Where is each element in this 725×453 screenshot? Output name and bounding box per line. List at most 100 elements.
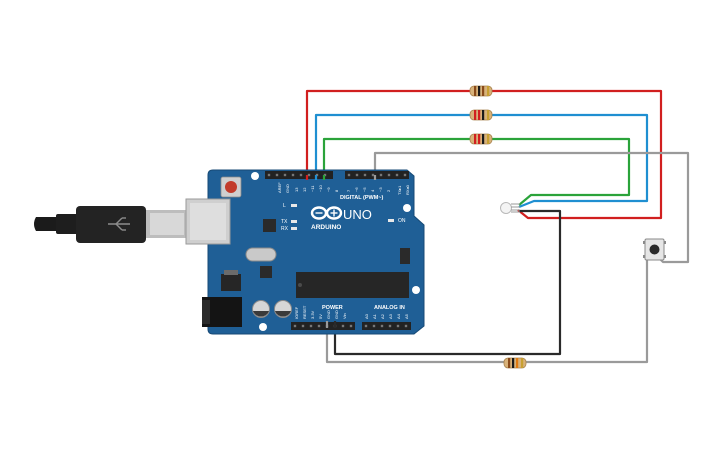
icsp-header <box>400 248 410 264</box>
header-pin[interactable] <box>403 173 407 177</box>
power-pin-label: Vin <box>342 313 347 319</box>
tx-pin-label: TX▸1 <box>397 185 402 195</box>
analog-pin-label: A4 <box>396 313 401 319</box>
header-pin[interactable] <box>267 173 271 177</box>
power-header <box>291 322 355 330</box>
resistor-green[interactable] <box>469 133 493 145</box>
analog-pin-label: A5 <box>404 313 409 319</box>
wire-ends <box>305 175 377 328</box>
capacitor <box>252 300 270 318</box>
voltage-regulator <box>221 274 241 291</box>
led-rx-label: RX <box>281 226 289 232</box>
analog-pin-label: A0 <box>364 313 369 319</box>
wire-gray-power[interactable] <box>325 260 649 364</box>
header-pin[interactable] <box>371 173 375 177</box>
digital-header-right <box>345 171 409 179</box>
wires <box>305 89 690 364</box>
usb-cable[interactable] <box>34 206 186 243</box>
header-pin[interactable] <box>364 324 368 328</box>
wire-black-ground[interactable] <box>333 209 562 356</box>
power-pin-label: 5V <box>318 314 323 319</box>
header-pin[interactable] <box>283 173 287 177</box>
header-pin[interactable] <box>355 173 359 177</box>
small-chip <box>260 266 272 278</box>
digital-pin-label: 8 <box>334 189 339 192</box>
analog-pin-label: A1 <box>372 313 377 319</box>
analog-pin-label: A3 <box>388 313 393 319</box>
resistor-bottom[interactable] <box>503 357 527 369</box>
header-pin[interactable] <box>380 324 384 328</box>
header-pin[interactable] <box>379 173 383 177</box>
led-tx-label: TX <box>281 219 288 225</box>
digital-pin-label: ~9 <box>326 187 331 192</box>
resistor-red[interactable] <box>469 85 493 97</box>
digital-header-left <box>265 171 333 179</box>
header-pin[interactable] <box>291 173 295 177</box>
mounting-hole <box>403 204 411 212</box>
digital-pin-label: 2 <box>386 189 391 192</box>
header-pin[interactable] <box>341 324 345 328</box>
mounting-hole <box>251 172 259 180</box>
wire-blue[interactable] <box>314 113 649 209</box>
digital-pin-label: 13 <box>294 187 299 192</box>
analog-header <box>362 322 411 330</box>
header-pin[interactable] <box>309 324 313 328</box>
capacitor <box>274 300 292 318</box>
header-pin[interactable] <box>388 324 392 328</box>
digital-pin-label: ~11 <box>310 185 315 192</box>
header-pin[interactable] <box>404 324 408 328</box>
header-pin[interactable] <box>363 173 367 177</box>
header-pin[interactable] <box>396 324 400 328</box>
gnd-label: GND <box>285 184 290 193</box>
power-pin-label: GND <box>334 310 339 319</box>
atmega-chip <box>296 272 409 298</box>
header-pin[interactable] <box>307 173 311 177</box>
arduino-logo-icon <box>310 206 343 220</box>
digital-pin-label: 7 <box>346 189 351 192</box>
power-pin-label: RESET <box>302 305 307 319</box>
rx-pin-label: RX◂0 <box>405 184 410 195</box>
digital-pin-label: ~6 <box>354 187 359 192</box>
rgb-led[interactable] <box>500 202 521 214</box>
power-jack <box>202 297 242 327</box>
digital-pin-label: ~3 <box>378 187 383 192</box>
header-pin[interactable] <box>349 324 353 328</box>
reset-button[interactable] <box>220 176 242 198</box>
header-pin[interactable] <box>347 173 351 177</box>
power-pin-label: GND <box>326 310 331 319</box>
digital-pin-label: 12 <box>302 187 307 192</box>
header-pin[interactable] <box>301 324 305 328</box>
mounting-hole <box>259 323 267 331</box>
wire-gray-signal[interactable] <box>373 151 690 264</box>
header-pin[interactable] <box>387 173 391 177</box>
model-label: UNO <box>343 207 372 222</box>
analog-pin-label: A2 <box>380 313 385 319</box>
header-pin[interactable] <box>372 324 376 328</box>
wire-red[interactable] <box>305 89 663 220</box>
power-pin-label: IOREF <box>294 306 299 319</box>
usb-logo-icon <box>108 217 130 231</box>
analog-header-label: ANALOG IN <box>374 305 405 311</box>
digital-pin-label: 4 <box>370 189 375 192</box>
header-pin[interactable] <box>395 173 399 177</box>
header-pin[interactable] <box>317 324 321 328</box>
aref-label: AREF <box>277 182 282 193</box>
header-pin[interactable] <box>299 173 303 177</box>
header-pin[interactable] <box>293 324 297 328</box>
digital-pin-label: ~5 <box>362 187 367 192</box>
on-led-label: ON <box>398 218 406 224</box>
mounting-hole <box>412 286 420 294</box>
resistors <box>469 85 527 369</box>
power-pin-label: 3.3V <box>310 310 315 319</box>
resistor-blue[interactable] <box>469 109 493 121</box>
header-pin[interactable] <box>275 173 279 177</box>
digital-pin-label: ~10 <box>318 184 323 192</box>
brand-label: ARDUINO <box>311 224 341 231</box>
pushbutton[interactable] <box>643 238 666 261</box>
wire-green[interactable] <box>322 137 631 206</box>
